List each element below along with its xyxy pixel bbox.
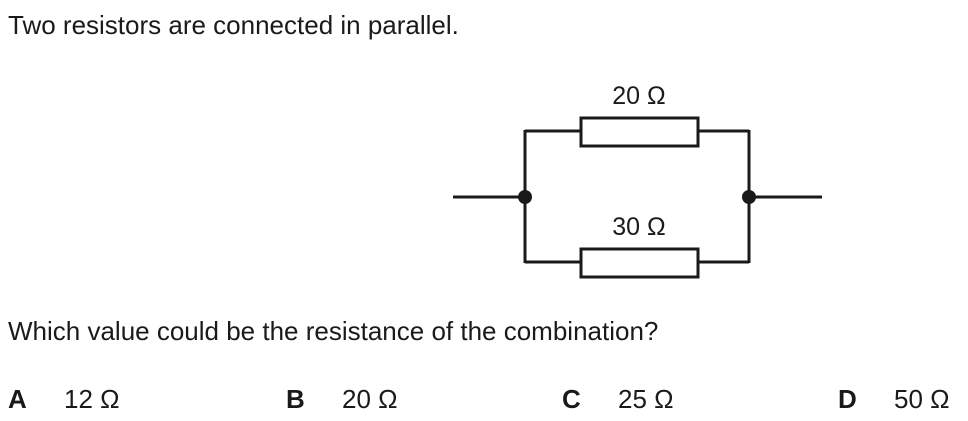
option-a-value: 12 Ω bbox=[64, 384, 120, 414]
option-c-letter: C bbox=[562, 384, 581, 414]
option-d[interactable]: D 50 Ω bbox=[838, 382, 950, 416]
option-d-value: 50 Ω bbox=[894, 384, 950, 414]
resistor-bottom-label: 30 Ω bbox=[612, 213, 665, 241]
option-c[interactable]: C 25 Ω bbox=[562, 382, 674, 416]
option-d-letter: D bbox=[838, 384, 857, 414]
junction-right bbox=[742, 190, 756, 204]
resistor-bottom bbox=[579, 247, 700, 279]
option-b-value: 20 Ω bbox=[342, 384, 398, 414]
option-a-letter: A bbox=[8, 384, 27, 414]
question-prompt: Which value could be the resistance of t… bbox=[8, 316, 659, 346]
option-b-letter: B bbox=[286, 384, 305, 414]
option-b[interactable]: B 20 Ω bbox=[286, 382, 398, 416]
resistor-top bbox=[579, 116, 700, 148]
option-a[interactable]: A 12 Ω bbox=[8, 382, 120, 416]
junction-left bbox=[518, 190, 532, 204]
option-c-value: 25 Ω bbox=[618, 384, 674, 414]
question-intro: Two resistors are connected in parallel. bbox=[8, 10, 459, 40]
resistor-top-label: 20 Ω bbox=[612, 82, 665, 110]
